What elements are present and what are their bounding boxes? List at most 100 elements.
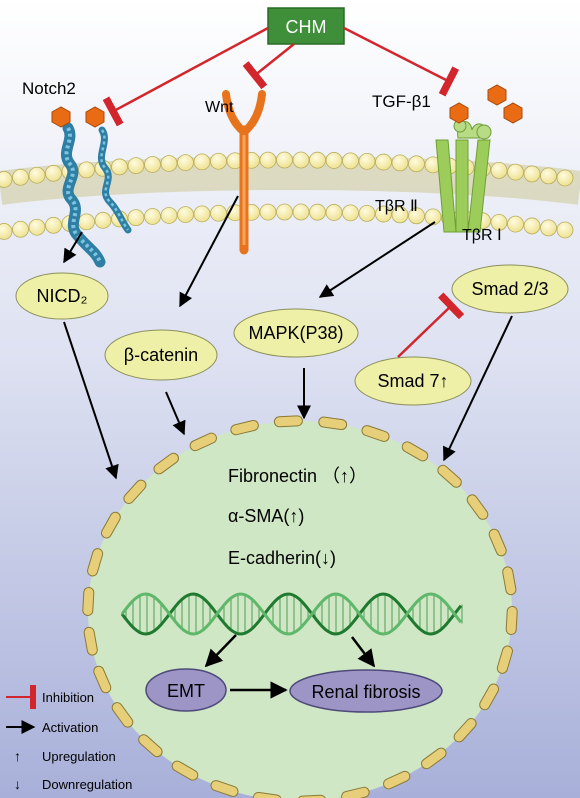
nuclear-pore xyxy=(82,587,95,616)
notch-ligand-hexagon xyxy=(85,106,105,128)
membrane-bead xyxy=(45,216,62,234)
nuclear-pore xyxy=(318,416,348,431)
nuclear-pore xyxy=(87,548,104,577)
nuclear-pore xyxy=(502,566,517,596)
smad7-node xyxy=(354,356,472,406)
membrane-bead xyxy=(12,220,29,238)
membrane-bead xyxy=(78,213,95,231)
wnt-label: Wnt xyxy=(205,99,234,116)
membrane-bead xyxy=(78,161,95,179)
membrane-bead xyxy=(111,158,128,176)
membrane-bead xyxy=(391,154,409,172)
nuclear-pore xyxy=(496,645,513,674)
membrane-bead xyxy=(0,223,13,240)
chm-inhibits-tgf xyxy=(343,26,460,97)
membrane-bead xyxy=(276,151,293,169)
nuclear-pore xyxy=(383,770,411,790)
membrane-bead xyxy=(309,203,326,221)
membrane-bead xyxy=(210,152,227,170)
nuclear-pore xyxy=(453,718,477,743)
membrane-bead xyxy=(0,171,13,188)
smad7-inhibits-smad23 xyxy=(397,292,465,358)
membrane-bead xyxy=(540,219,557,237)
nuclear-pore xyxy=(252,791,282,798)
nuclear-pore xyxy=(153,452,179,475)
membrane-bead xyxy=(259,203,277,221)
nuclear-pore xyxy=(488,528,507,557)
membrane-bead xyxy=(160,207,178,224)
membrane-bead xyxy=(507,163,524,181)
membrane-bead xyxy=(45,164,62,182)
nuclear-pore xyxy=(437,464,462,488)
marker-e-cadherin: E-cadherin(↓) xyxy=(228,548,336,568)
nuclear-pore xyxy=(83,626,98,656)
notch-ligand-hexagon xyxy=(51,106,71,128)
membrane-bead xyxy=(523,217,541,235)
dna-helix xyxy=(120,592,463,636)
smad23-node xyxy=(451,264,569,314)
membrane-bead xyxy=(408,207,425,225)
membrane-bead xyxy=(276,203,293,221)
membrane-bead xyxy=(490,161,508,179)
membrane-bead xyxy=(28,166,46,184)
nuclear-pore xyxy=(100,511,121,539)
nuclear-pore xyxy=(421,747,447,770)
wnt-to-beta-catenin-arrow xyxy=(179,195,239,308)
membrane-bead xyxy=(160,155,178,172)
nuclear-pore xyxy=(466,494,489,520)
nuclear-pore xyxy=(273,415,303,428)
membrane-bead xyxy=(127,209,145,227)
smad7-label: Smad 7↑ xyxy=(377,371,448,391)
nuclear-pore xyxy=(361,425,390,442)
smad23-label: Smad 2/3 xyxy=(471,279,548,299)
nuclear-pore xyxy=(401,441,429,462)
nuclear-pore xyxy=(123,479,147,504)
notch2-label: Notch2 xyxy=(22,79,76,98)
wnt-receptor xyxy=(222,90,266,255)
nicd2-node xyxy=(15,272,109,320)
chm-inhibits-notch2 xyxy=(102,26,269,127)
membrane-bead xyxy=(490,213,508,231)
marker-alpha-sma: α-SMA(↑) xyxy=(228,506,304,526)
membrane-bead xyxy=(144,156,161,173)
tgf-to-mapk-arrow xyxy=(318,221,436,298)
nicd2-to-nucleus-arrow xyxy=(63,321,119,480)
membrane-bead xyxy=(507,215,524,233)
membrane-bead xyxy=(325,152,343,169)
mapk-node xyxy=(233,308,359,358)
tgf-beta1-label: TGF-β1 xyxy=(372,92,431,111)
membrane-bead xyxy=(94,211,112,229)
membrane-bead xyxy=(210,204,227,222)
tgf-ligand-hexagon xyxy=(503,102,523,124)
membrane-bead xyxy=(144,208,161,225)
legend-downregulation-symbol: ↓ xyxy=(14,776,21,792)
nuclear-pore xyxy=(230,419,259,436)
membrane-bead xyxy=(127,157,145,175)
renal-fibrosis-node xyxy=(289,669,443,713)
membrane-bead xyxy=(540,167,557,185)
membrane-bead xyxy=(375,205,392,223)
nuclear-pore xyxy=(171,760,199,781)
tgfbr2-label: TβR Ⅱ xyxy=(375,198,418,215)
legend-upregulation-symbol: ↑ xyxy=(14,748,21,764)
membrane-bead xyxy=(193,153,211,171)
membrane-bead xyxy=(177,206,194,223)
membrane-bead xyxy=(177,154,194,171)
tgf-ligand-hexagon xyxy=(449,102,469,124)
legend-upregulation-label: Upregulation xyxy=(42,749,116,764)
membrane-bead xyxy=(325,204,343,221)
membrane-bead xyxy=(342,152,359,170)
dna-to-emt-arrow xyxy=(204,634,237,668)
membrane-bead xyxy=(408,155,425,173)
membrane-bead xyxy=(309,151,326,169)
membrane-bead xyxy=(424,208,442,226)
legend-downregulation-label: Downregulation xyxy=(42,777,132,792)
nicd2-label: NICD₂ xyxy=(37,286,88,306)
membrane-bead xyxy=(28,218,46,236)
chm-inhibits-wnt xyxy=(242,43,295,90)
beta-catenin-node xyxy=(104,329,218,381)
emt-node xyxy=(145,668,227,712)
membrane-bead xyxy=(259,151,277,169)
